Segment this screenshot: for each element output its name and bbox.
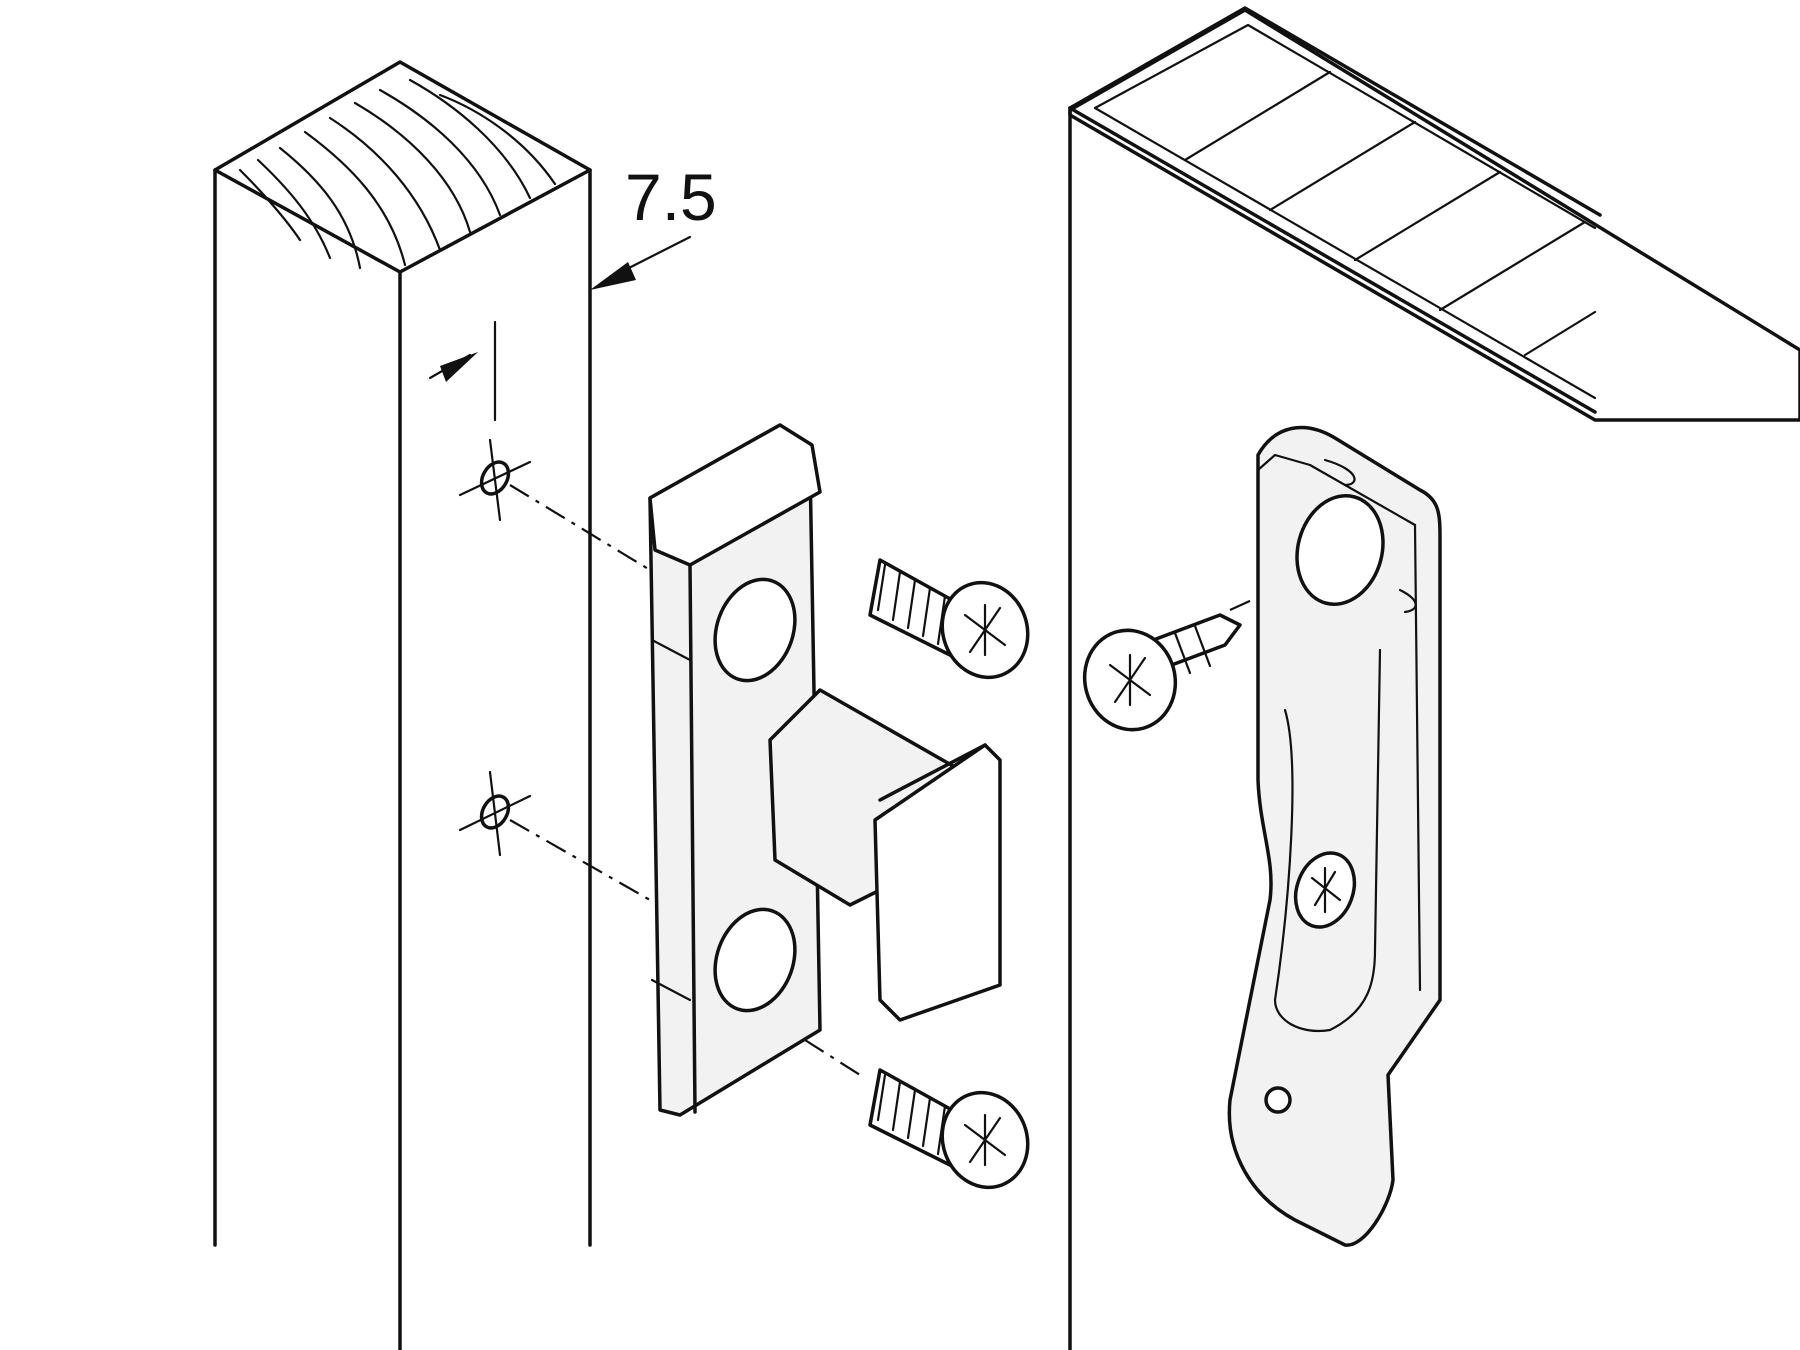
- drill-hole-lower: [458, 770, 532, 857]
- cabinet-shelf-lines: [1183, 70, 1597, 357]
- drill-hole-upper: [458, 438, 532, 522]
- dimension-annotation: 7.5: [428, 160, 717, 422]
- cabinet: [1068, 6, 1800, 1350]
- screw-lower: [868, 1068, 1030, 1190]
- dimension-label: 7.5: [625, 160, 717, 234]
- latch-body: [1227, 425, 1442, 1247]
- wood-grain: [238, 78, 557, 270]
- screw-upper: [868, 558, 1030, 680]
- striker-plate: [648, 423, 1002, 1117]
- latch-screw: [1082, 613, 1242, 732]
- wooden-post: [213, 60, 592, 1350]
